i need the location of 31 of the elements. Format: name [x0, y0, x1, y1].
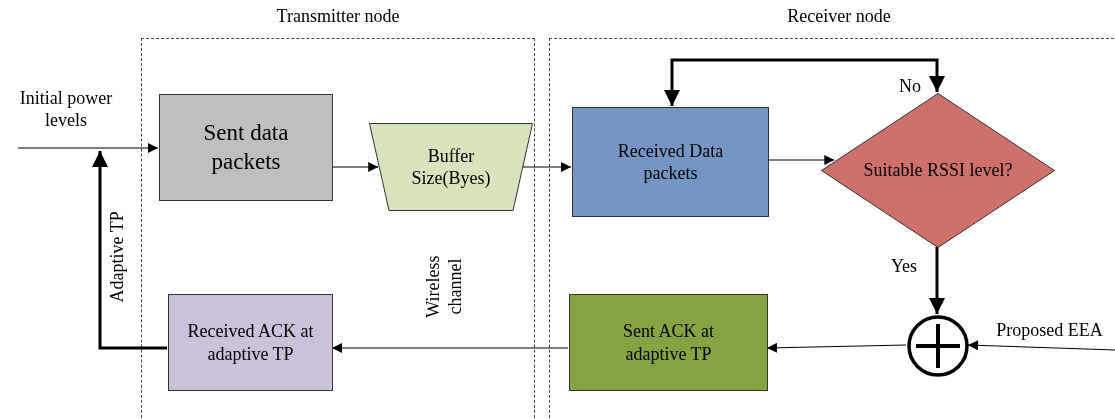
node-label: Suitable RSSI level?	[863, 159, 1013, 182]
buffer-trapezoid	[369, 123, 533, 211]
arrow	[17, 143, 159, 153]
edge-label: Proposed EEA	[995, 320, 1104, 342]
process-box	[572, 107, 769, 217]
process-box	[569, 294, 768, 391]
group-heading: Transmitter node	[275, 6, 401, 27]
node-label: Received ACK at adaptive TP	[186, 320, 315, 365]
channel-label: Wireless channel	[423, 254, 466, 320]
arrow	[664, 58, 945, 106]
arrow	[767, 155, 835, 165]
arrow	[331, 343, 569, 353]
edge-label: Adaptive TP	[107, 210, 129, 305]
process-box	[159, 94, 333, 201]
node-label: Sent ACK at adaptive TP	[622, 320, 715, 365]
arrow	[521, 162, 572, 172]
edge-label: No	[898, 76, 922, 98]
group-heading: Receiver node	[786, 6, 892, 27]
edge-label: Initial power levels	[18, 88, 114, 132]
arrow	[331, 162, 379, 172]
arrow	[92, 151, 167, 350]
arrow	[929, 247, 945, 314]
edge-label: Yes	[889, 256, 919, 278]
node-label: Buffer Size(Byes)	[410, 144, 492, 190]
arrow	[766, 342, 907, 353]
node-label: Received Data packets	[616, 139, 725, 185]
node-label: Sent data packets	[202, 118, 290, 176]
arrow	[967, 340, 1115, 351]
summing-junction-circle	[907, 315, 969, 377]
process-box	[168, 294, 333, 391]
decision-diamond	[821, 93, 1055, 248]
